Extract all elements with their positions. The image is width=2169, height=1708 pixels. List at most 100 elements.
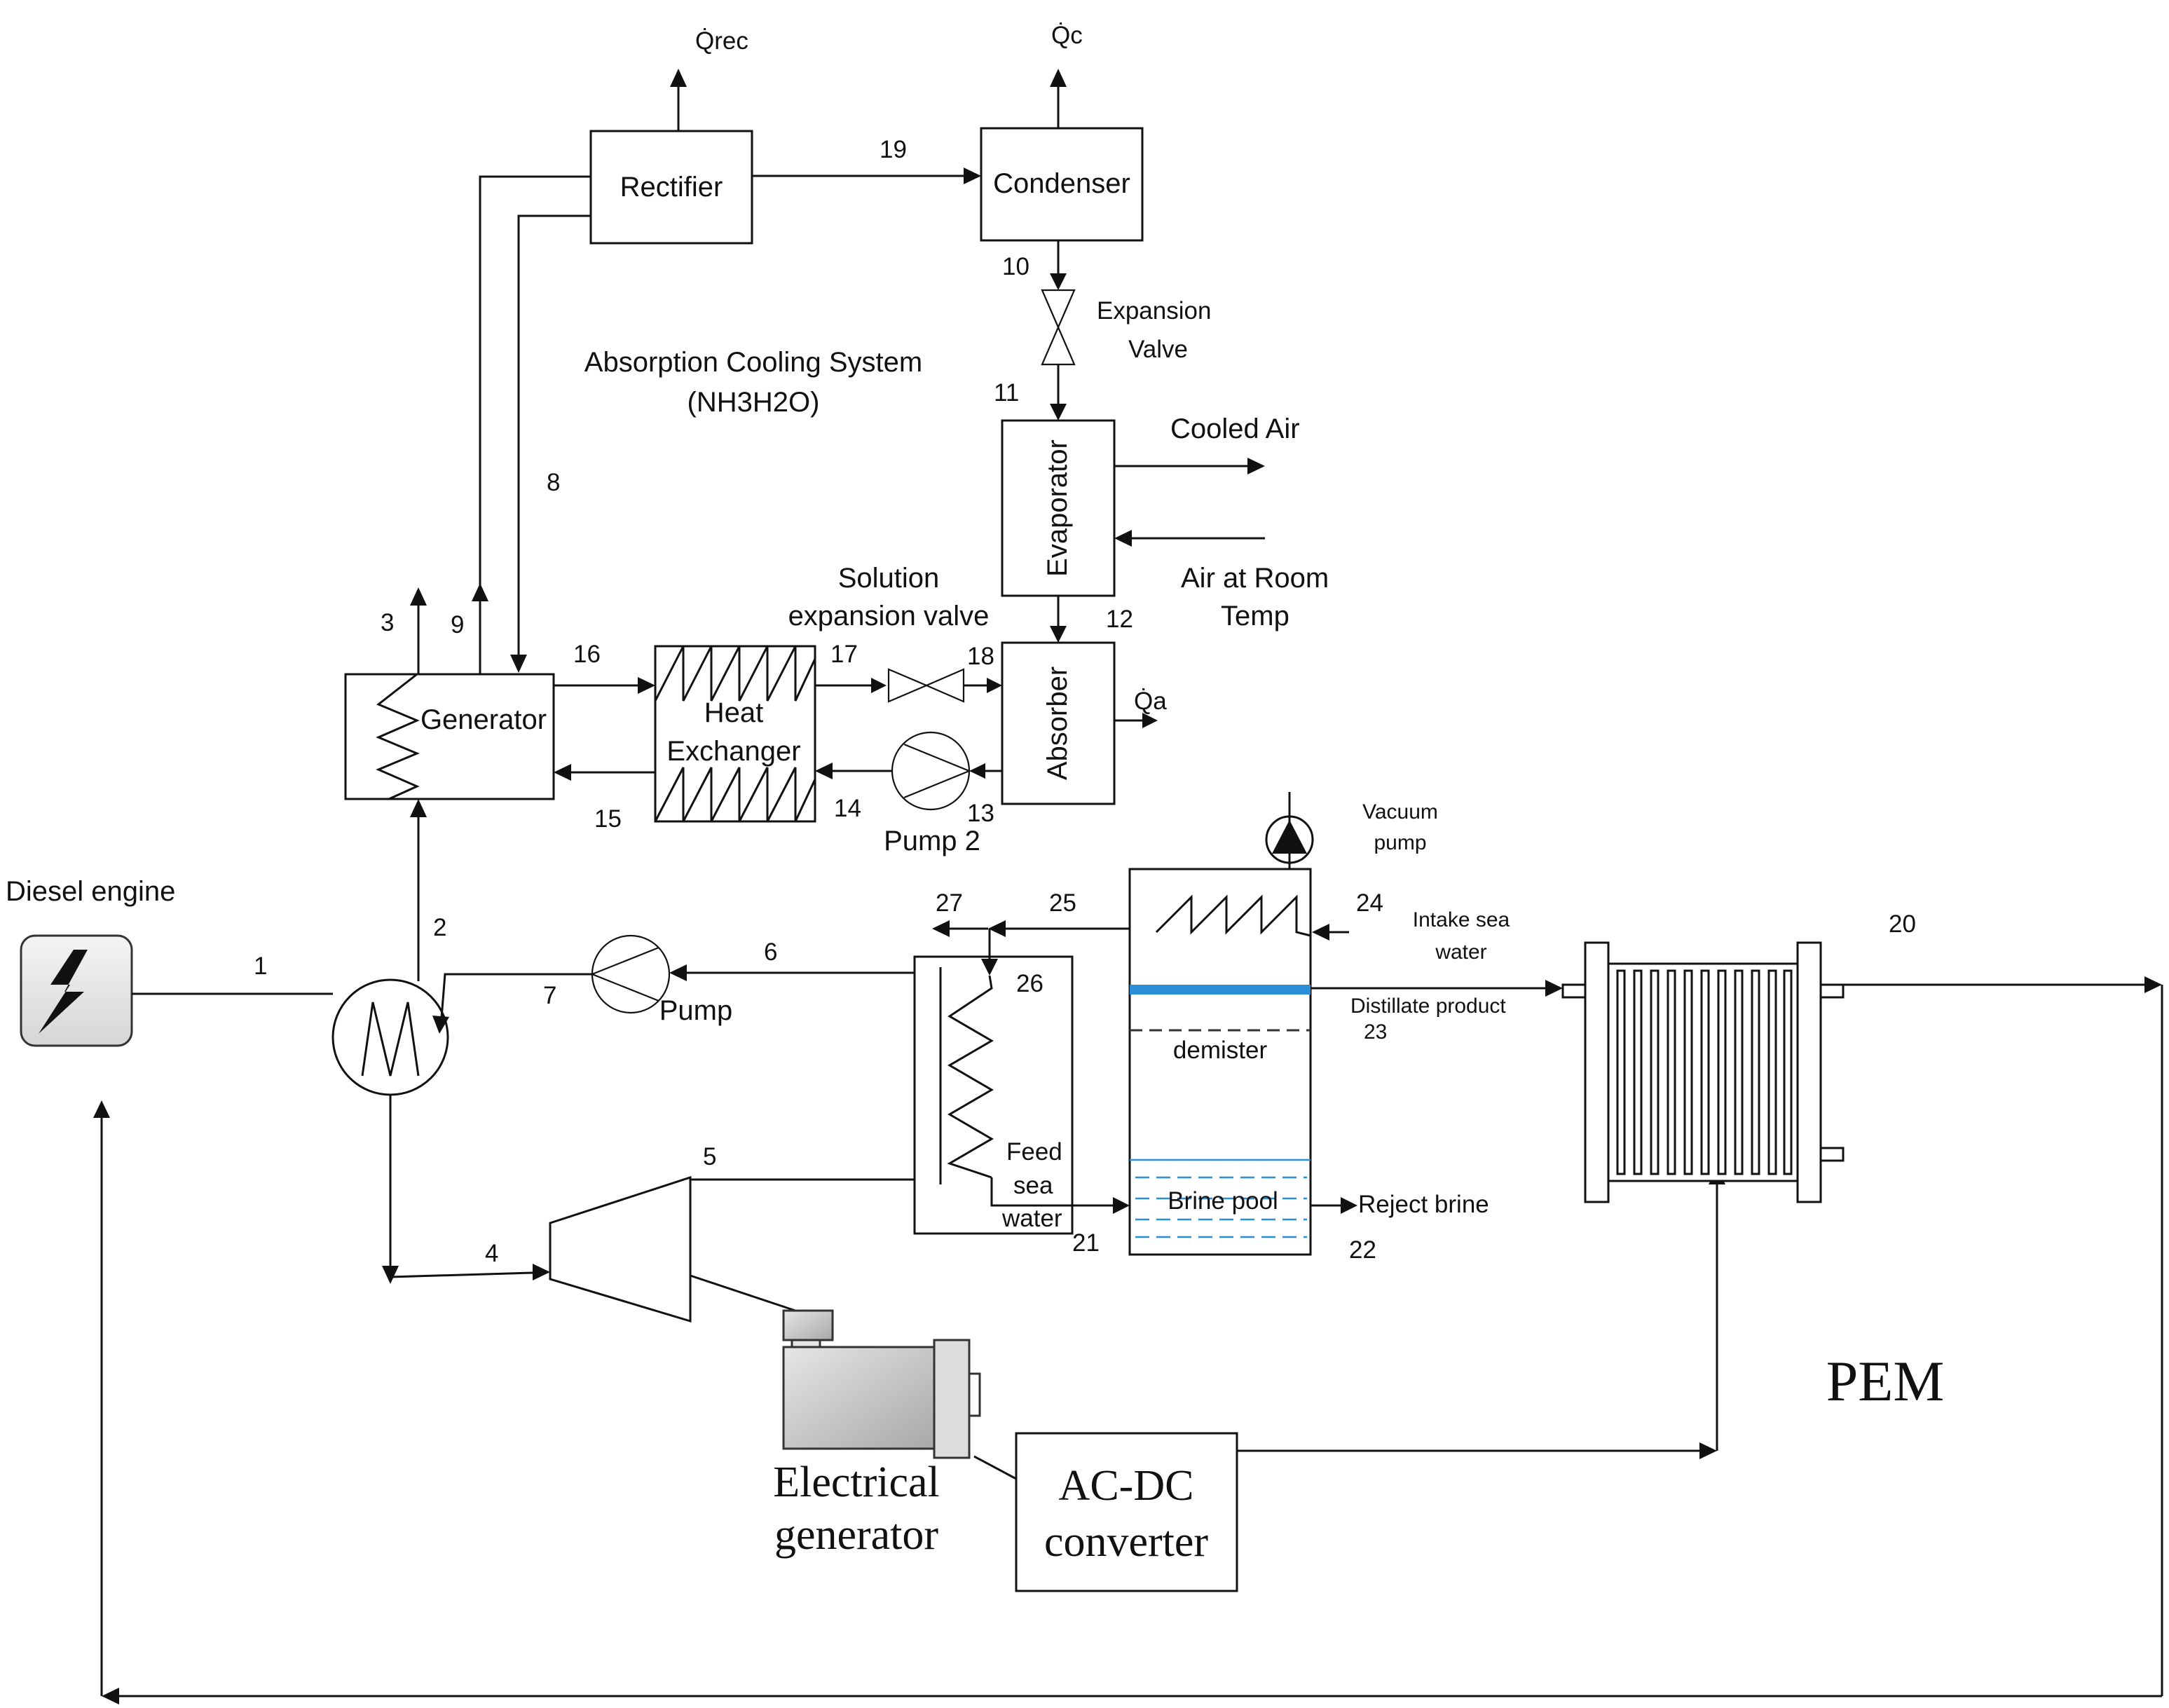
- air-room-label-2: Temp: [1221, 601, 1289, 631]
- pem-electrolyzer: PEM: [1561, 941, 1945, 1413]
- cooled-air-label: Cooled Air: [1170, 414, 1300, 444]
- lightning-bolt-icon: [39, 950, 88, 1034]
- point-22-label: 22: [1349, 1236, 1376, 1264]
- q-a-arrow: Q̇a: [1114, 688, 1167, 728]
- stream-17-18: 17 18: [815, 641, 1002, 693]
- heat-exchanger: Heat Exchanger: [654, 645, 816, 823]
- point-16-label: 16: [573, 641, 601, 668]
- pump-2: Pump 2: [884, 731, 980, 856]
- electrical-generator-label-1: Electrical: [773, 1458, 940, 1506]
- solution-valve-label-2: expansion valve: [788, 601, 990, 631]
- point-4-label: 4: [485, 1240, 498, 1267]
- condenser-label: Condenser: [993, 168, 1130, 199]
- feed-water-preheater: 26 Feed sea water: [913, 955, 1074, 1235]
- point-20-label: 20: [1889, 910, 1916, 938]
- stream-12: 12: [1050, 596, 1133, 643]
- pem-label: PEM: [1826, 1349, 1945, 1413]
- point-15-label: 15: [594, 805, 622, 833]
- stream-2: 2: [410, 799, 446, 981]
- absorption-title: Absorption Cooling System: [584, 347, 922, 378]
- exhaust-heat-exchanger: [331, 978, 449, 1096]
- stream-7: 7: [432, 973, 592, 1034]
- stream-5: 5: [690, 1143, 947, 1187]
- q-c-label: Q̇c: [1051, 22, 1083, 49]
- desalination-chamber: demister Brine pool: [1128, 868, 1312, 1256]
- expansion-valve: Expansion Valve: [1041, 289, 1211, 366]
- air-room-label-1: Air at Room: [1181, 563, 1329, 594]
- stream-10-11: 10 11: [994, 240, 1067, 421]
- diesel-engine-label: Diesel engine: [6, 876, 175, 907]
- stream-13-14: 13 14: [815, 763, 1002, 827]
- point-21-label: 21: [1072, 1229, 1100, 1257]
- brine-pool-label: Brine pool: [1168, 1187, 1278, 1215]
- stream-22: Reject brine 22: [1311, 1191, 1489, 1264]
- point-2-label: 2: [433, 914, 446, 941]
- stream-15: 15: [554, 764, 655, 833]
- heat-exchanger-label-1: Heat: [704, 697, 764, 728]
- feed-label-3: water: [1001, 1205, 1062, 1232]
- absorber-label: Absorber: [1042, 667, 1073, 780]
- stream-19: 19: [752, 136, 981, 184]
- point-11-label: 11: [994, 379, 1019, 406]
- distillate-tray: [1130, 985, 1311, 995]
- absorber: Absorber: [1001, 641, 1116, 805]
- point-23-label: 23: [1364, 1020, 1387, 1044]
- stream-3: 3: [381, 587, 427, 674]
- demister-label: demister: [1173, 1037, 1268, 1064]
- generator: Generator: [344, 673, 555, 800]
- evaporator-label: Evaporator: [1042, 439, 1073, 577]
- turbine-shaft: [690, 1274, 796, 1312]
- stream-23: Distillate product 23: [1311, 980, 1563, 1044]
- electrical-generator: Electrical generator: [773, 1309, 981, 1559]
- point-6-label: 6: [764, 938, 777, 966]
- rectifier: Rectifier: [589, 130, 753, 245]
- point-3-label: 3: [381, 609, 394, 636]
- q-rec-arrow: Q̇rec: [670, 27, 748, 131]
- evaporator: Evaporator: [1001, 419, 1116, 597]
- q-c-arrow: Q̇c: [1050, 22, 1083, 128]
- point-13-label: 13: [967, 800, 994, 827]
- expansion-valve-label-1: Expansion: [1097, 297, 1211, 324]
- acdc-label-1: AC-DC: [1059, 1462, 1194, 1510]
- point-18-label: 18: [967, 643, 994, 670]
- intake-label-1: Intake sea: [1413, 908, 1510, 931]
- pem-cell-plates: [1616, 969, 1793, 1175]
- feed-label-2: sea: [1013, 1172, 1053, 1199]
- solution-valve-label-1: Solution: [838, 563, 940, 594]
- point-25-label: 25: [1049, 889, 1076, 917]
- expansion-valve-label-2: Valve: [1128, 336, 1188, 363]
- point-9-label: 9: [451, 611, 464, 638]
- stream-1: 1: [132, 952, 333, 995]
- intake-label-2: water: [1435, 941, 1486, 964]
- vacuum-pump: Vacuum pump: [1265, 792, 1438, 869]
- rectifier-label: Rectifier: [620, 172, 723, 203]
- stream-21: 21: [990, 1177, 1130, 1257]
- heat-exchanger-label-2: Exchanger: [666, 736, 800, 767]
- pump-label: Pump: [659, 995, 733, 1026]
- diesel-engine: Diesel engine: [6, 876, 175, 1047]
- stream-4: 4: [382, 1095, 550, 1284]
- generator-label: Generator: [420, 704, 547, 735]
- point-27-label: 27: [936, 889, 963, 917]
- point-10-label: 10: [1002, 253, 1029, 280]
- brine-pool-water: [1130, 1159, 1311, 1238]
- turbine: [549, 1175, 692, 1323]
- reject-brine-label: Reject brine: [1358, 1191, 1489, 1218]
- ac-dc-converter: AC-DC converter: [1015, 1432, 1238, 1592]
- q-a-label: Q̇a: [1134, 688, 1167, 715]
- point-8-label: 8: [547, 469, 560, 496]
- q-rec-label: Q̇rec: [695, 27, 748, 55]
- vacuum-pump-label-1: Vacuum: [1362, 800, 1438, 824]
- point-1-label: 1: [254, 952, 267, 980]
- stream-20: 20: [93, 910, 2163, 1704]
- point-24-label: 24: [1356, 889, 1383, 917]
- generator-cable: [973, 1455, 1017, 1480]
- absorption-formula: (NH3H2O): [687, 387, 820, 418]
- stream-25-27: 25 27: [932, 889, 1130, 976]
- stream-24: 24 Intake sea water: [1312, 889, 1510, 964]
- stream-9: 9: [451, 175, 591, 674]
- point-12-label: 12: [1106, 606, 1133, 633]
- stream-8: 8: [510, 214, 591, 673]
- pump-1: Pump: [590, 934, 733, 1026]
